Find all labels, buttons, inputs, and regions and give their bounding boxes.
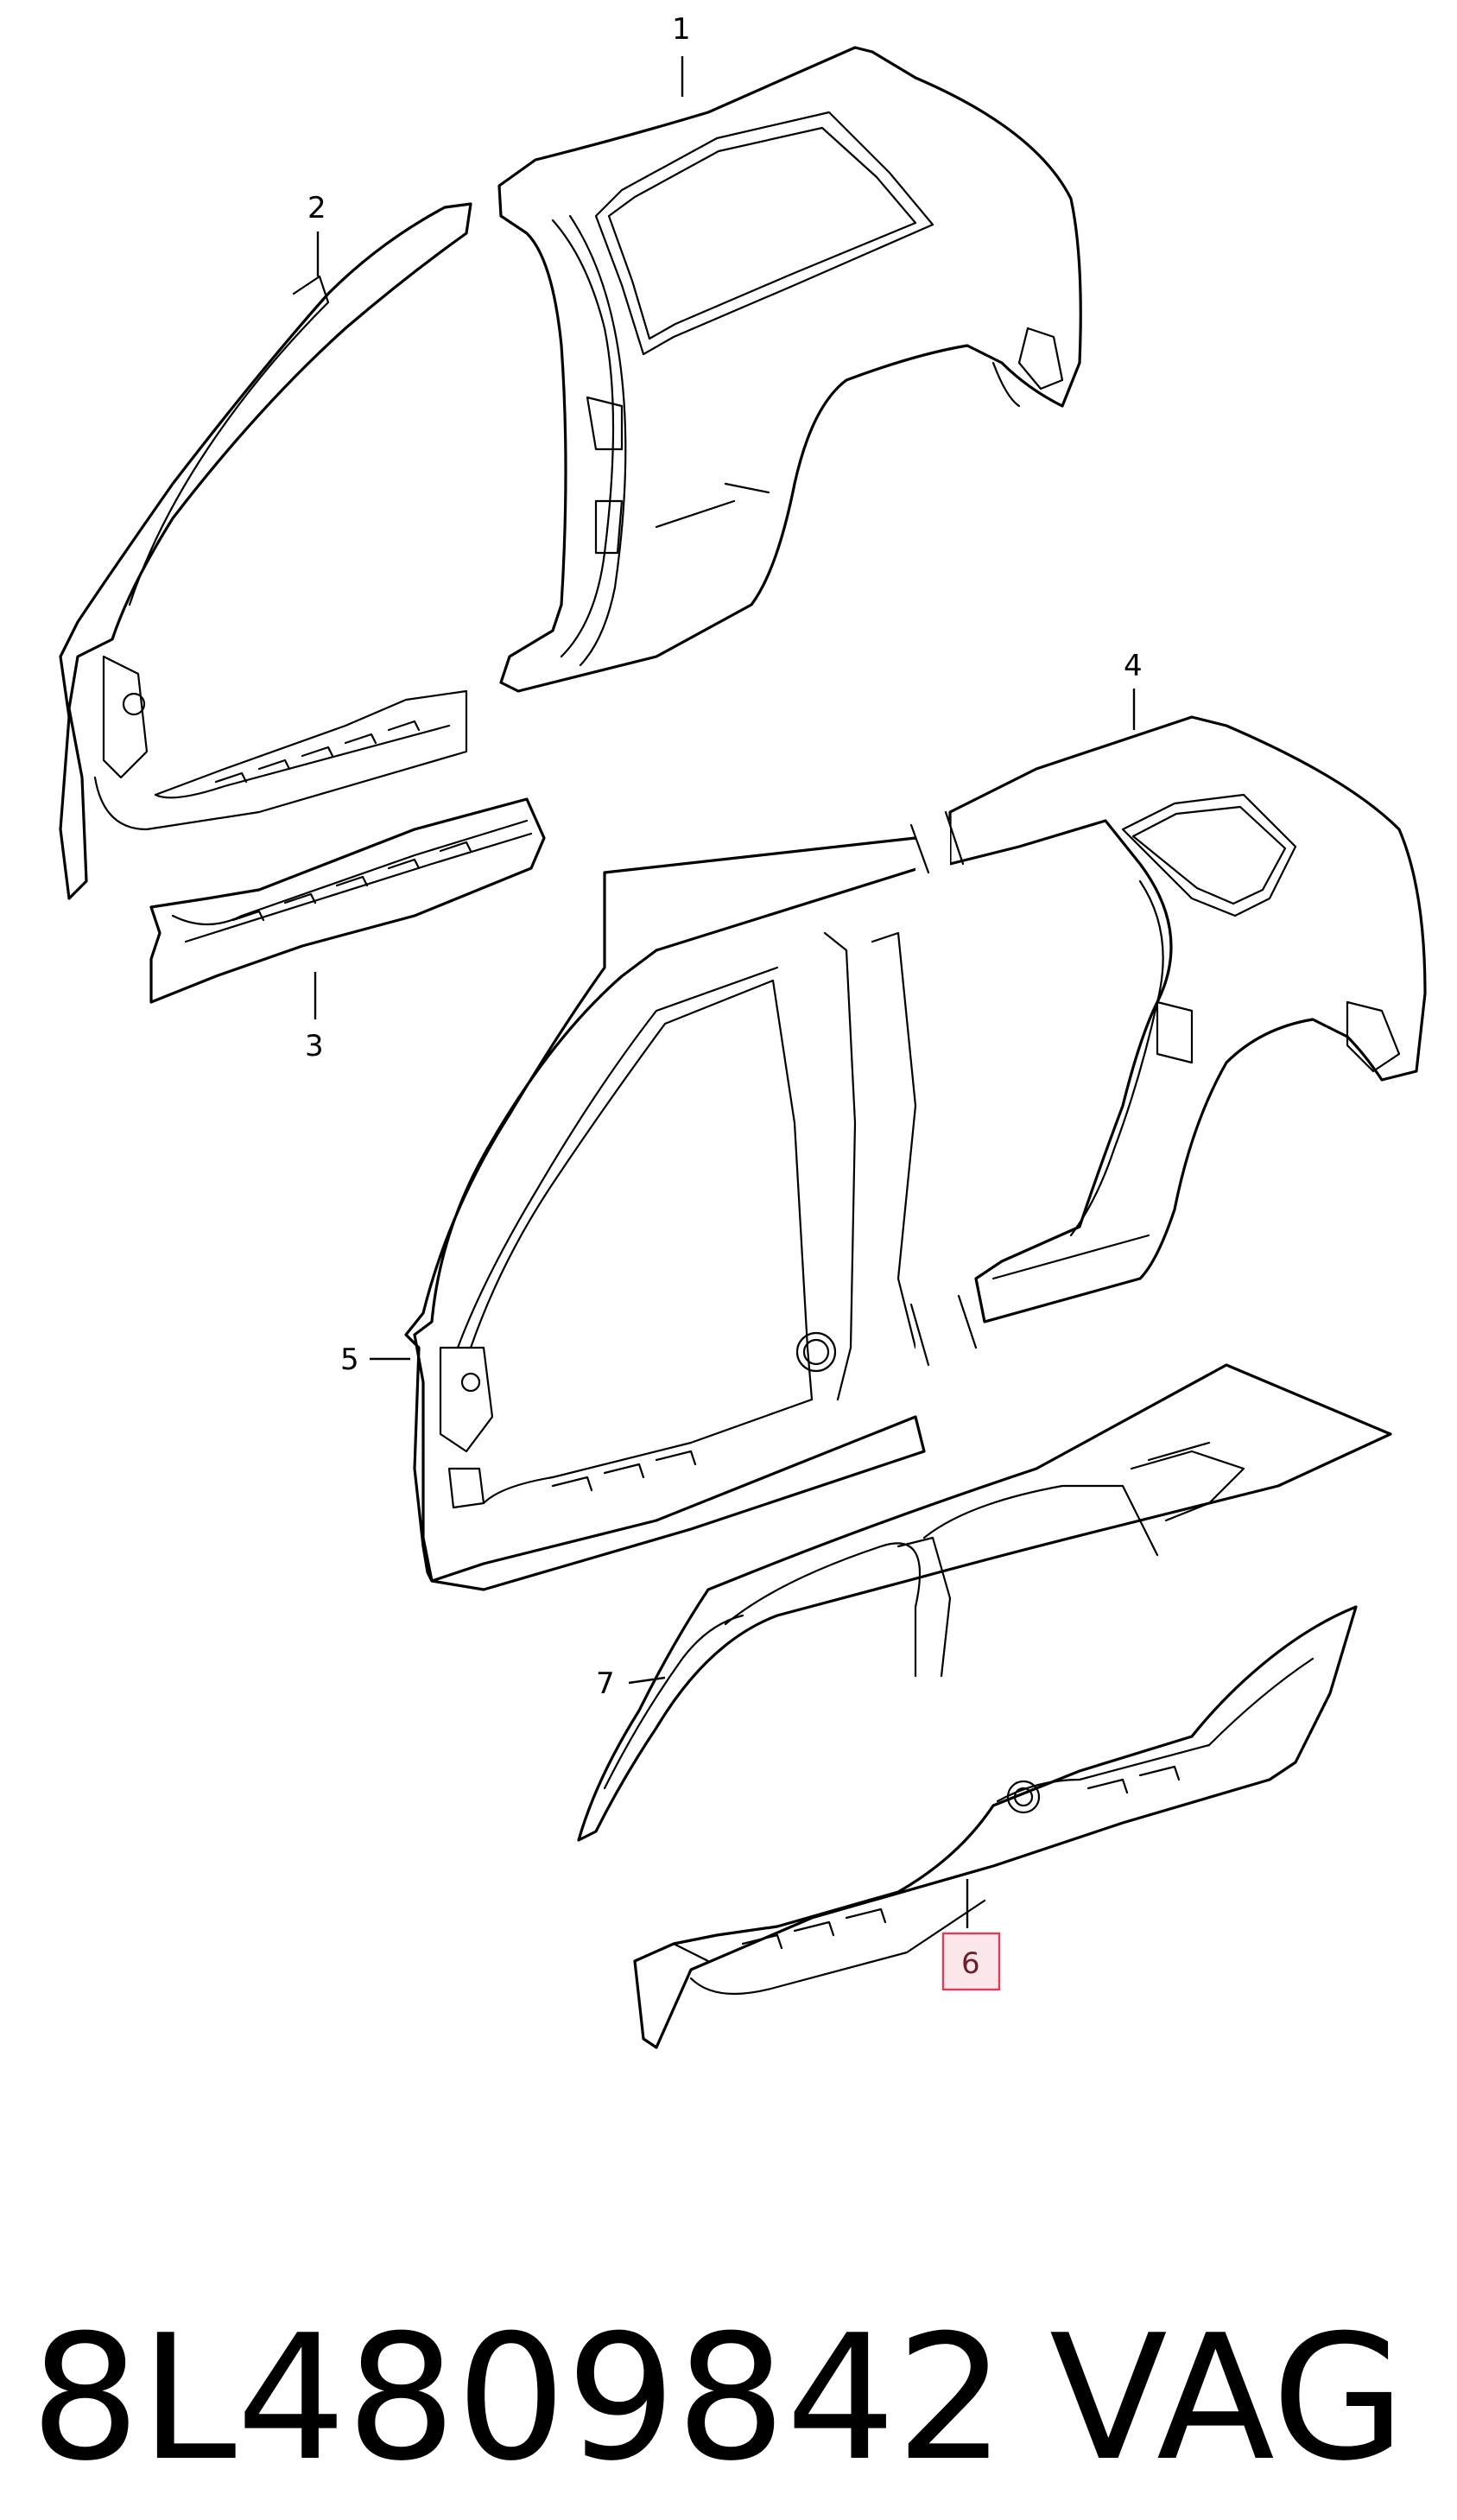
break-marks — [909, 810, 978, 1367]
callout-4[interactable]: 4 — [1124, 649, 1143, 683]
brand-label: VAG — [1049, 2298, 1405, 2499]
part-2-a-pillar-assembly: 2 — [59, 191, 472, 900]
part-number: 8L4809842 — [30, 2298, 1005, 2499]
callout-5[interactable]: 5 — [340, 1343, 359, 1377]
callout-1[interactable]: 1 — [672, 12, 691, 47]
part-5-side-frame: 5 — [340, 836, 934, 1591]
callout-2[interactable]: 2 — [307, 191, 326, 225]
part-3-sill-panel: 3 — [149, 797, 546, 1063]
callout-7[interactable]: 7 — [596, 1666, 615, 1701]
part-1-rear-side-panel: 1 — [497, 12, 1082, 693]
callout-6[interactable]: 6 — [961, 1946, 980, 1981]
callout-3[interactable]: 3 — [305, 1029, 324, 1063]
part-7-roof-frame-section: 7 — [577, 1363, 1392, 1842]
callout-6-highlight[interactable] — [941, 1932, 1001, 1991]
part-4-rear-side-frame: 4 — [948, 649, 1427, 1323]
part-6-sill-lower: 6 — [633, 1605, 1358, 2049]
